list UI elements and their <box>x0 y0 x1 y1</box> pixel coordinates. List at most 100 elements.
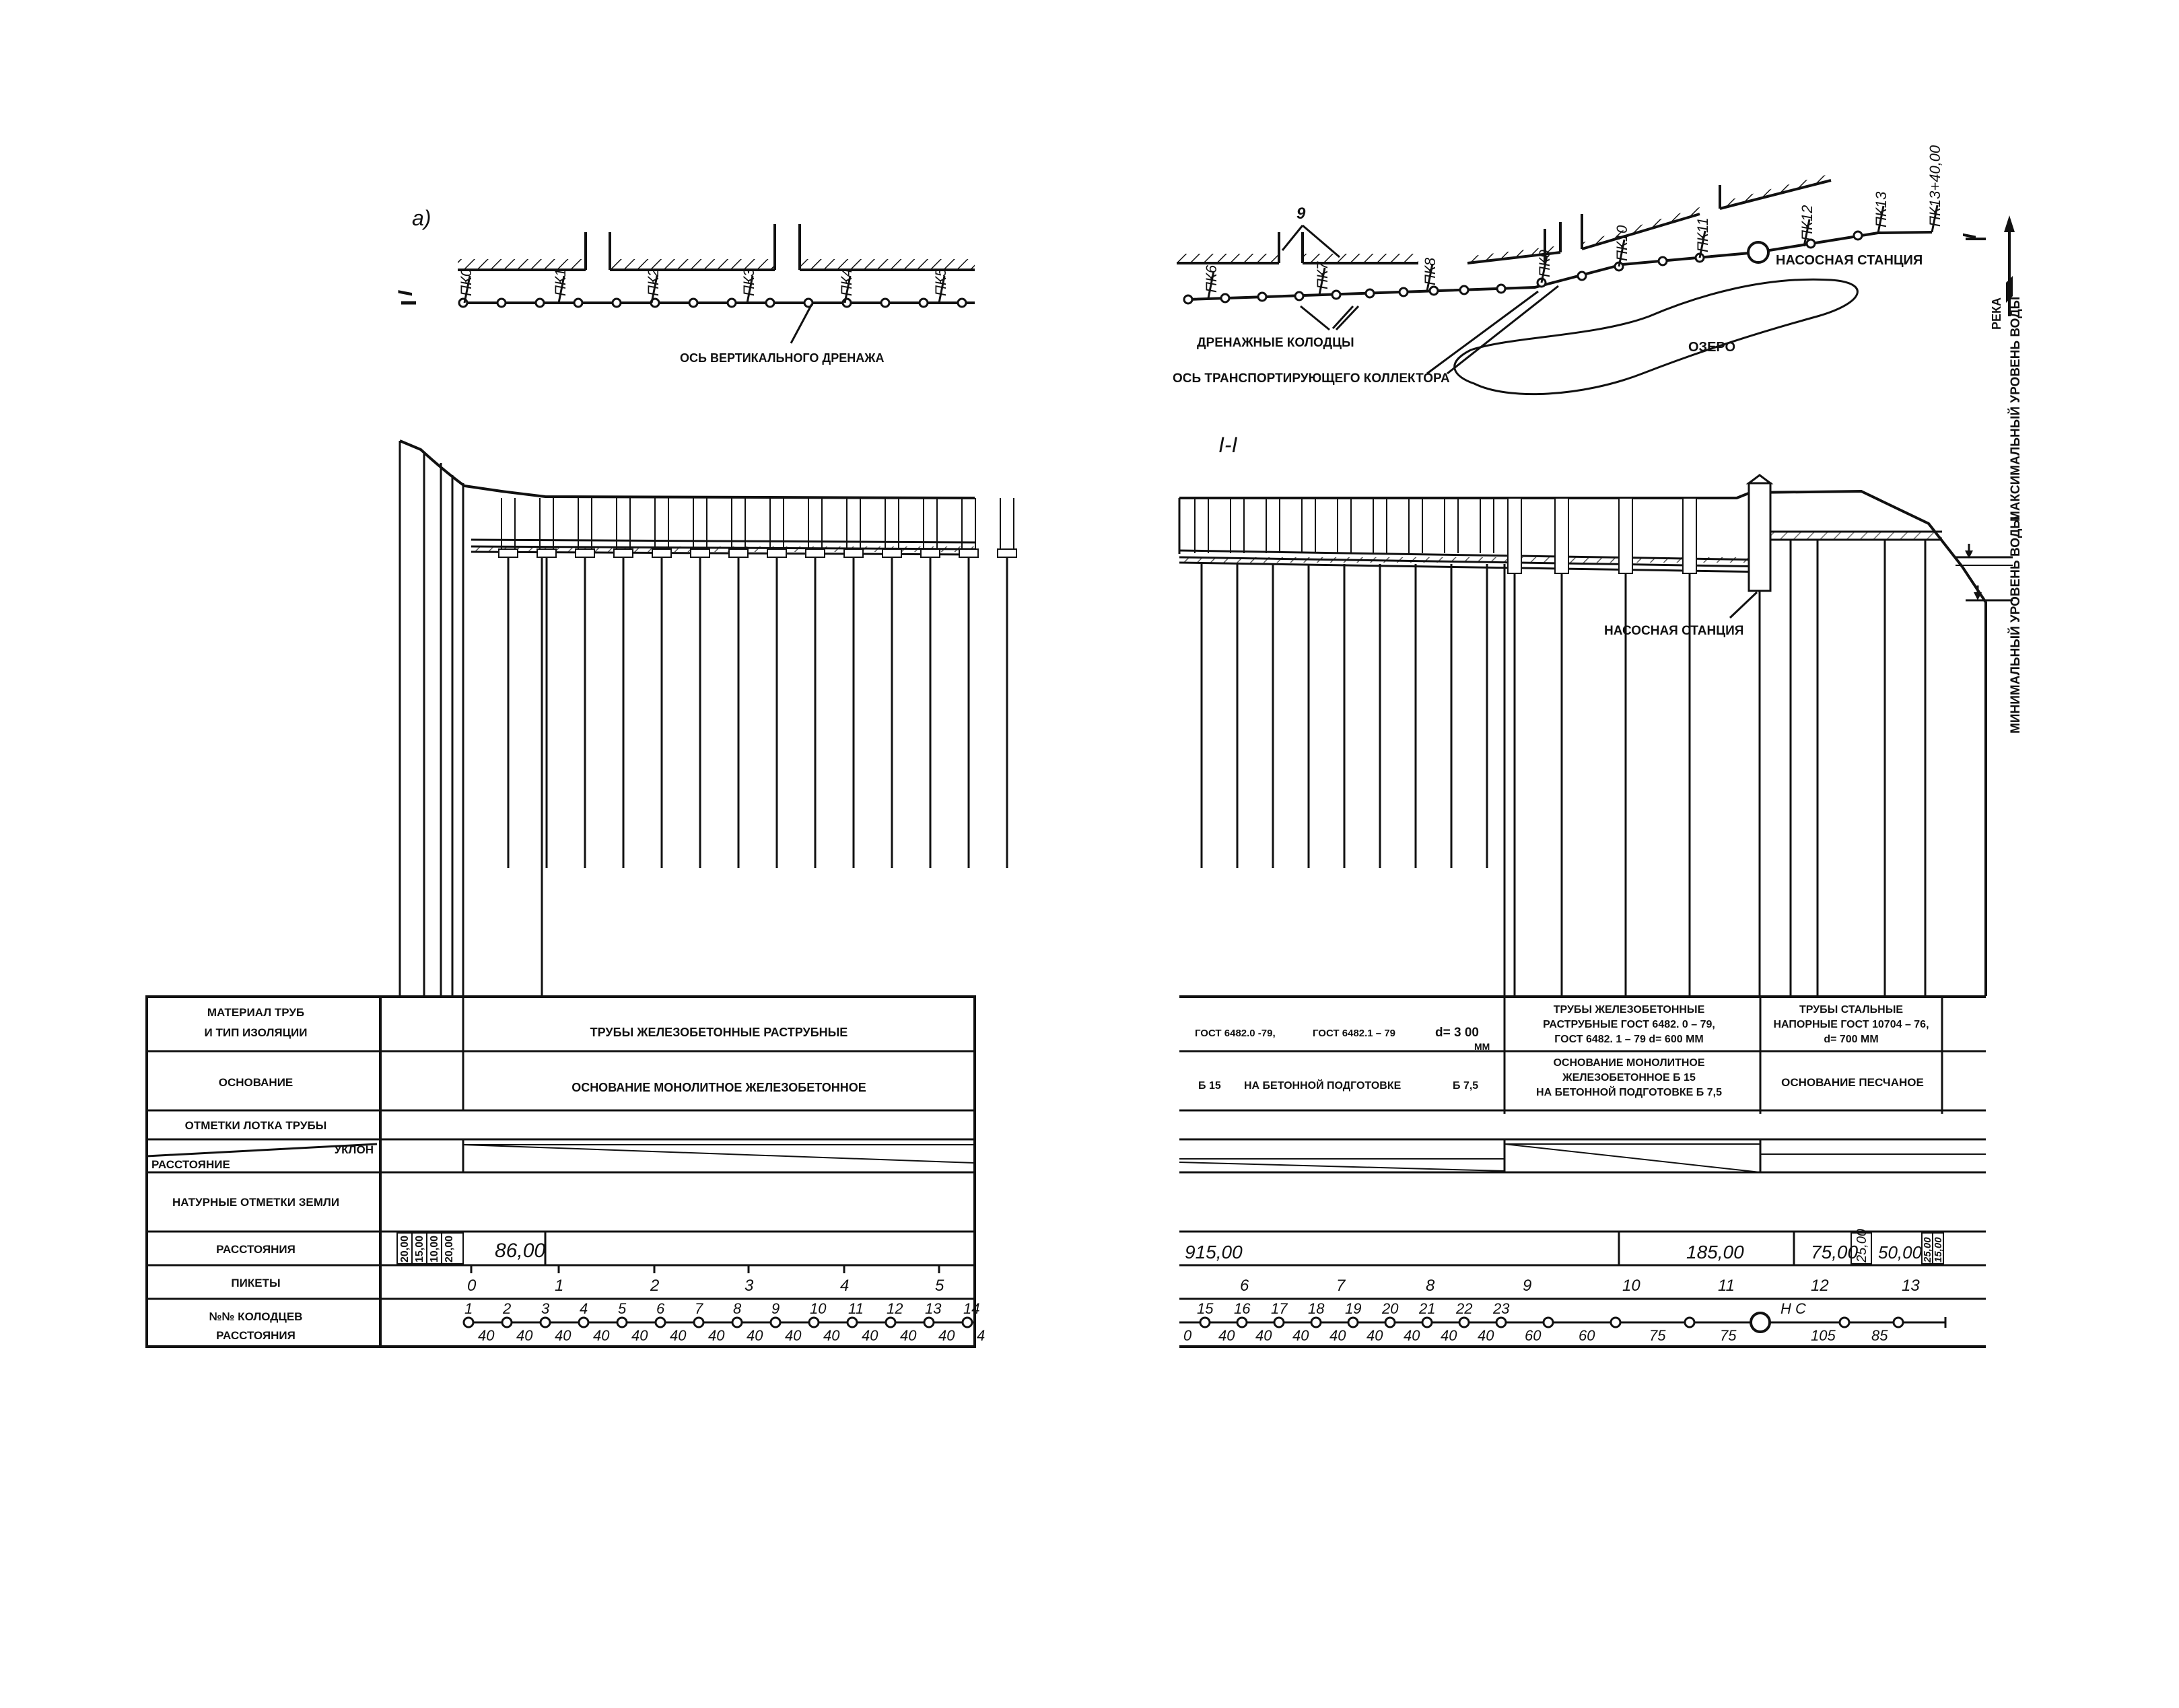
picket-label: 10 <box>1622 1277 1640 1295</box>
well-number: 12 <box>887 1300 903 1317</box>
right-base-1a: Б 15 <box>1198 1080 1221 1092</box>
collector-well <box>1507 497 1522 574</box>
well-circle <box>961 1316 973 1328</box>
well-base <box>690 548 710 558</box>
material-3-line: ТРУБЫ СТАЛЬНЫЕ <box>1799 1004 1903 1016</box>
right-material-1mm: ММ <box>1474 1041 1490 1052</box>
section-mark-text: I <box>394 290 417 296</box>
well-distance: 40 <box>938 1327 955 1344</box>
well-circle <box>1542 1316 1554 1328</box>
picket-label: 2 <box>650 1277 659 1295</box>
well-distance: 40 <box>1218 1327 1235 1344</box>
left-material: ТРУБЫ ЖЕЛЕЗОБЕТОННЫЕ РАСТРУБНЫЕ <box>590 1026 848 1039</box>
well-circle <box>923 1316 935 1328</box>
well-circle <box>1384 1316 1396 1328</box>
picket-label: 4 <box>840 1277 849 1295</box>
plan-well-marker <box>726 297 737 308</box>
picket-label: 7 <box>1336 1277 1346 1295</box>
picket-tick <box>938 275 946 304</box>
well-distance: 40 <box>708 1327 725 1344</box>
picket-label: 11 <box>1718 1277 1735 1295</box>
well-circle <box>1610 1316 1622 1328</box>
header-base: ОСНОВАНИЕ <box>219 1076 293 1089</box>
well-distance: 40 <box>785 1327 802 1344</box>
well-distance: 40 <box>823 1327 840 1344</box>
plan-well-marker <box>534 297 545 308</box>
plan-well-marker <box>1496 283 1507 294</box>
well-distance: 40 <box>1255 1327 1272 1344</box>
well-base <box>537 548 557 558</box>
well-number: 7 <box>695 1300 703 1317</box>
plan-picket-label: ПК8 <box>1422 257 1439 285</box>
well-number: 3 <box>541 1300 550 1317</box>
well-base <box>767 548 787 558</box>
picket-label: 3 <box>745 1277 754 1295</box>
well-distance: 40 <box>516 1327 533 1344</box>
picket-label: 1 <box>555 1277 563 1295</box>
picket-tick <box>1618 239 1626 267</box>
distance-value: 25,00 <box>1922 1237 1933 1263</box>
right-terrain-boundary <box>1177 174 1832 264</box>
plan-label-a: а) <box>412 206 431 230</box>
picket-tick <box>1426 263 1434 291</box>
plan-well-marker <box>496 297 507 308</box>
right-material-1a: ГОСТ 6482.0 -79, <box>1195 1028 1276 1039</box>
well-circle <box>693 1316 705 1328</box>
plan-picket-label: ПК11 <box>1694 217 1711 252</box>
right-material-1b: ГОСТ 6482.1 – 79 <box>1313 1028 1395 1039</box>
small-distance-value: 20,00 <box>444 1236 455 1262</box>
water-levels: МАКСИМАЛЬНЫЙ УРОВЕНЬ ВОДЫ МИНИМАЛЬНЫЙ УР… <box>1956 297 2023 734</box>
distance-value: 50,00 <box>1878 1242 1923 1262</box>
well-distance: 40 <box>862 1327 878 1344</box>
plan-well-marker <box>1183 294 1194 305</box>
pump-station-well: Н С <box>1780 1300 1806 1317</box>
well-distance: 40 <box>631 1327 648 1344</box>
ground-line-right <box>1179 489 1987 996</box>
plan-well-marker <box>1398 287 1409 297</box>
well-base <box>920 548 940 558</box>
plan-picket-label: ПК4 <box>838 269 855 296</box>
header-ground-marks: НАТУРНЫЕ ОТМЕТКИ ЗЕМЛИ <box>172 1196 339 1209</box>
picket-tick <box>746 275 754 304</box>
plan-picket-label: ПК10 <box>1614 225 1630 261</box>
right-base-1b: НА БЕТОННОЙ ПОДГОТОВКЕ <box>1244 1079 1402 1092</box>
plan-picket-label: ПК12 <box>1799 205 1815 241</box>
profile-pump-station: НАСОСНАЯ СТАНЦИЯ <box>1604 474 1774 996</box>
plan-well-marker <box>880 297 891 308</box>
well-circle <box>1684 1316 1696 1328</box>
section-mark-left: I <box>394 290 417 305</box>
picket-label: 5 <box>935 1277 944 1295</box>
well-number: 21 <box>1418 1300 1435 1317</box>
collector-well <box>1682 497 1697 574</box>
well-number: 23 <box>1492 1300 1510 1317</box>
plan-picket-label: ПК1 <box>552 269 569 296</box>
plan-well-marker <box>1805 238 1816 249</box>
well-number: 20 <box>1381 1300 1399 1317</box>
profile-pump-station-label: НАСОСНАЯ СТАНЦИЯ <box>1604 624 1743 638</box>
picket-label: 8 <box>1426 1277 1435 1295</box>
well-number: 18 <box>1308 1300 1325 1317</box>
picket-tick <box>1540 255 1548 283</box>
header-material-2: И ТИП ИЗОЛЯЦИИ <box>205 1026 308 1039</box>
plan-well-marker <box>573 297 584 308</box>
well-number: 16 <box>1234 1300 1251 1317</box>
well-circle <box>1838 1316 1851 1328</box>
well-distance: 105 <box>1811 1327 1836 1344</box>
well-circle <box>1199 1316 1211 1328</box>
well-distance: 40 <box>1404 1327 1420 1344</box>
picket-label: 13 <box>1902 1277 1920 1295</box>
well-circle <box>885 1316 897 1328</box>
section-title: I-I <box>1218 433 1238 457</box>
plan-well-marker <box>1428 285 1439 296</box>
base-2-line: ОСНОВАНИЕ МОНОЛИТНОЕ <box>1553 1057 1704 1069</box>
plan-well-marker <box>1220 293 1231 304</box>
well-number: 15 <box>1197 1300 1214 1317</box>
well-circle <box>1347 1316 1359 1328</box>
plan-picket-label: ПК13 <box>1873 191 1890 227</box>
distance-box <box>1932 1232 1944 1265</box>
